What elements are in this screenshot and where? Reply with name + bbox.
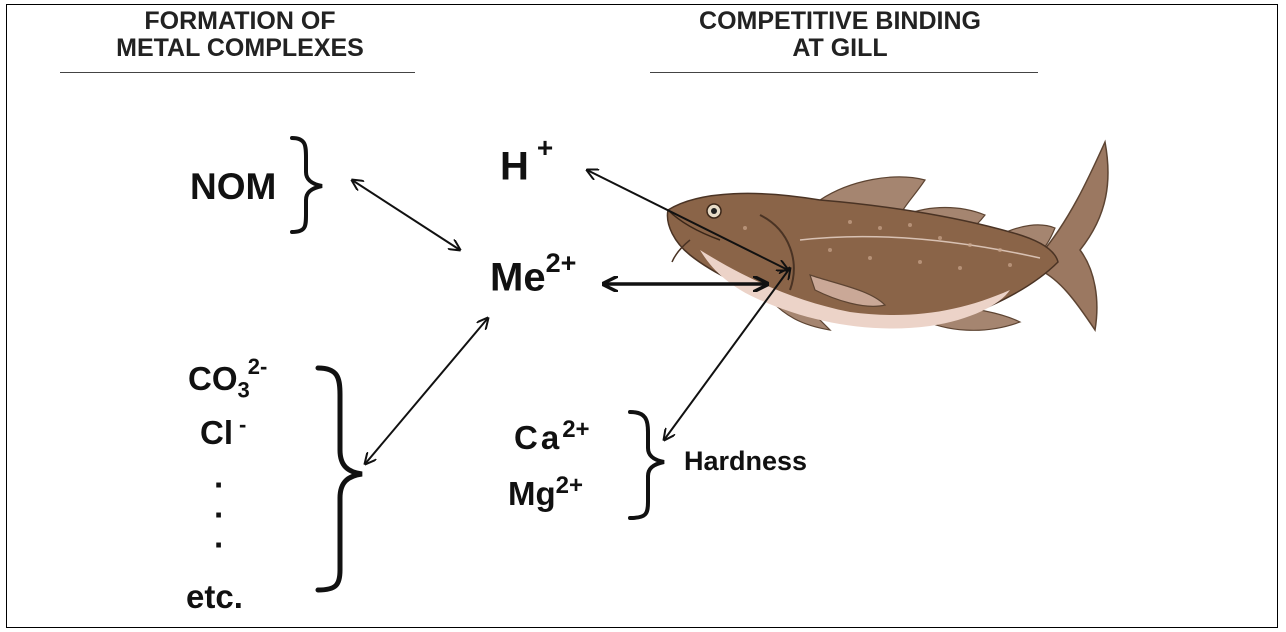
ellipsis-dot-1: · xyxy=(214,466,225,504)
label-etc-text: etc. xyxy=(186,578,243,615)
label-calcium: Ca2+ xyxy=(514,416,590,457)
dot-text-3: · xyxy=(214,526,225,563)
label-ca-text: Ca xyxy=(514,419,563,456)
fish-spots xyxy=(743,220,1012,270)
label-hardness-text: Hardness xyxy=(684,446,808,476)
header-formation-of-metal-complexes: FORMATION OF METAL COMPLEXES xyxy=(60,7,420,73)
label-mg-text: Mg xyxy=(508,475,556,512)
arrow-h-gill xyxy=(587,170,788,270)
header-left-line1: FORMATION OF xyxy=(144,7,336,35)
label-chloride: Cl- xyxy=(200,412,246,452)
arrow-hardness-gill xyxy=(664,268,790,440)
label-hardness: Hardness xyxy=(684,446,807,477)
label-magnesium: Mg2+ xyxy=(508,472,583,513)
arrow-nom-me xyxy=(352,180,460,250)
label-nom: NOM xyxy=(190,166,276,208)
header-left-line2: METAL COMPLEXES xyxy=(116,34,364,62)
dot-text-2: · xyxy=(214,496,225,533)
fish-lateral-line xyxy=(799,235,1041,259)
label-cl-text: Cl xyxy=(200,414,233,451)
label-cl-charge: - xyxy=(239,412,247,437)
label-nom-text: NOM xyxy=(190,166,277,207)
label-carbonate: CO32- xyxy=(188,354,269,404)
label-etc: etc. xyxy=(186,578,243,616)
label-co3-charge: 2- xyxy=(247,354,268,379)
label-mg-charge: 2+ xyxy=(555,472,584,499)
ellipsis-dot-2: · xyxy=(214,496,225,534)
label-ca-charge: 2+ xyxy=(562,416,590,443)
nom-brace xyxy=(290,136,323,234)
dot-text-1: · xyxy=(214,466,225,503)
header-competitive-binding-at-gill: COMPETITIVE BINDING AT GILL xyxy=(640,7,1040,73)
label-h-charge: + xyxy=(536,132,554,163)
label-me-text: Me xyxy=(490,255,546,300)
label-h-text: H xyxy=(500,144,529,189)
header-right-line2: AT GILL xyxy=(792,34,888,62)
diagram-frame xyxy=(6,4,1278,628)
label-co3-text: CO xyxy=(188,360,238,397)
fish-pectoral-fin xyxy=(809,274,887,307)
ligands-brace xyxy=(315,365,363,593)
fish-dorsal-fin-1 xyxy=(818,176,926,216)
hardness-brace xyxy=(628,410,665,520)
fish-tail xyxy=(1039,139,1109,332)
header-left-underline xyxy=(60,72,415,73)
fish-illustration xyxy=(666,139,1109,332)
label-co3-subscript: 3 xyxy=(237,377,250,403)
label-me-ion: Me2+ xyxy=(490,248,576,300)
arrow-ligands-me xyxy=(365,318,488,464)
ellipsis-dot-3: · xyxy=(214,526,225,564)
label-me-charge: 2+ xyxy=(545,248,577,278)
label-h-ion: H+ xyxy=(500,132,553,189)
header-right-underline xyxy=(650,72,1038,73)
header-right-line1: COMPETITIVE BINDING xyxy=(699,7,981,35)
